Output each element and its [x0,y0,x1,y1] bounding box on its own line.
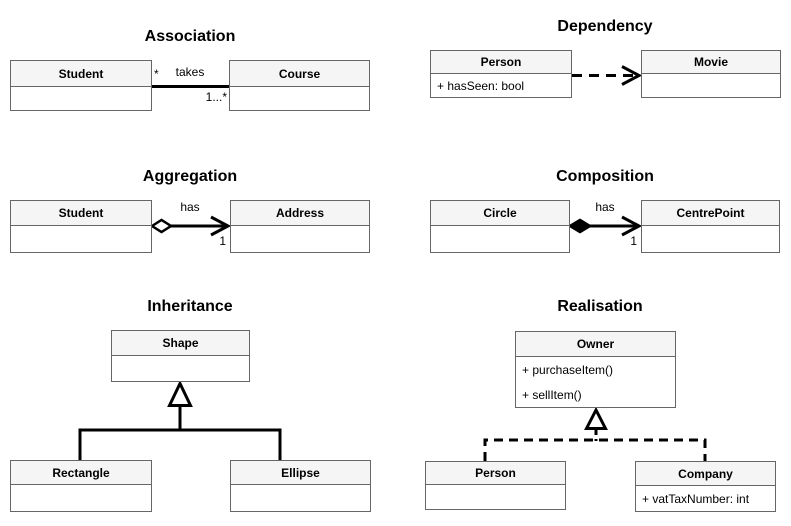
class-address: Address [230,200,370,253]
open-arrowhead-icon [621,65,643,86]
hollow-diamond-icon [149,218,174,234]
association-section-title: Association [144,28,236,45]
inheritance-section-title: Inheritance [147,298,233,315]
class-person: Person + hasSeen: bool [430,50,572,98]
edge-name-label: has [595,200,615,214]
class-name: Course [230,61,369,87]
class-method: + purchaseItem() [522,362,614,377]
class-owner: Owner + purchaseItem() + sellItem() [515,331,676,408]
class-name: Rectangle [11,461,151,485]
class-name: Ellipse [231,461,370,485]
class-centrepoint: CentrePoint [641,200,780,253]
open-arrowhead-icon [210,215,232,237]
class-method: + sellItem() [522,387,582,402]
class-name: Address [231,201,369,226]
source-multiplicity-label: * [154,67,159,81]
class-body [11,485,151,512]
class-name: CentrePoint [642,201,779,226]
class-shape: Shape [111,330,250,382]
class-name: Owner [516,332,675,357]
class-name: Circle [431,201,569,226]
class-name: Person [431,51,571,74]
class-name: Shape [112,331,249,356]
class-name: Movie [642,51,780,74]
edge-name-label: takes [175,65,205,79]
inheritance-branch-line [78,428,282,460]
class-body [231,485,370,512]
class-attribute: + vatTaxNumber: int [642,491,750,506]
dependency-section-title: Dependency [557,18,653,35]
target-multiplicity-label: 1 [219,234,226,248]
class-name: Student [11,201,151,226]
open-arrowhead-icon [621,215,643,237]
class-body: + vatTaxNumber: int [636,486,775,511]
class-body [112,356,249,382]
class-body [426,485,565,509]
class-circle: Circle [430,200,570,253]
class-movie: Movie [641,50,781,98]
aggregation-section-title: Aggregation [142,168,238,185]
class-student: Student [10,60,152,111]
target-multiplicity-label: 1 [630,234,637,248]
class-body: + hasSeen: bool [431,74,571,97]
class-body: + purchaseItem() + sellItem() [516,357,675,407]
class-person: Person [425,461,566,510]
hollow-triangle-icon [167,380,193,407]
filled-diamond-icon [567,218,593,234]
class-body [230,87,369,111]
class-student: Student [10,200,152,253]
class-ellipse: Ellipse [230,460,371,512]
target-multiplicity-label: 1...* [205,90,227,104]
class-body [11,226,151,253]
class-rectangle: Rectangle [10,460,152,512]
class-name: Student [11,61,151,87]
class-course: Course [229,60,370,111]
class-body [642,226,779,253]
class-body [11,87,151,111]
class-name: Person [426,462,565,485]
realisation-section-title: Realisation [557,298,643,315]
class-company: Company + vatTaxNumber: int [635,461,776,512]
class-name: Company [636,462,775,486]
class-body [431,226,569,253]
class-body [642,74,780,97]
realisation-branch-dashed-line [483,438,707,461]
class-attribute: + hasSeen: bool [437,78,525,93]
class-body [231,226,369,253]
composition-section-title: Composition [556,168,654,185]
hollow-triangle-icon [584,406,608,430]
edge-name-label: has [180,200,200,214]
